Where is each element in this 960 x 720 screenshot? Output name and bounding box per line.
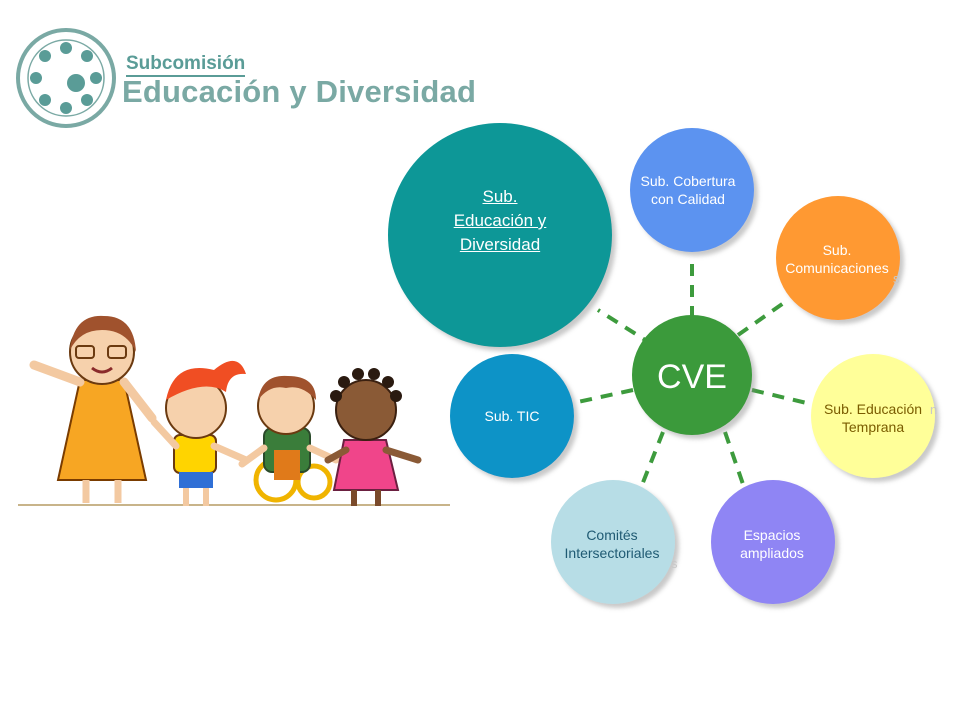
connector-espacios bbox=[723, 431, 747, 491]
logo-kicker: Subcomisión bbox=[126, 54, 246, 77]
node-comites-line: Comités bbox=[586, 527, 638, 543]
node-comunic bbox=[776, 196, 900, 320]
logo-title: Educación y Diversidad bbox=[122, 74, 477, 109]
node-comunic-label: Sub. Comunicaciones bbox=[785, 241, 889, 277]
connector-comunic bbox=[736, 298, 790, 337]
node-temprana-line: Temprana bbox=[841, 419, 905, 435]
teacher-figure bbox=[29, 315, 157, 503]
node-comites-label: Comités Intersectoriales bbox=[565, 526, 660, 562]
node-center-label: CVE bbox=[657, 358, 727, 396]
node-cobertura-line: Sub. Cobertura bbox=[640, 173, 736, 189]
node-cobertura-label: Sub. Cobertura con Calidad bbox=[641, 172, 736, 208]
node-espacios-label: Espacios ampliados bbox=[740, 526, 804, 562]
node-espacios bbox=[711, 480, 835, 604]
node-comites-line: Intersectoriales bbox=[564, 545, 660, 561]
node-comunic-line: Comunicaciones bbox=[785, 260, 889, 276]
node-edu-label[interactable]: Sub. Educación y Diversidad bbox=[454, 185, 547, 257]
girl-red-hair-figure bbox=[150, 360, 250, 506]
ghost-glyph: n bbox=[930, 402, 938, 417]
node-edu-line: Diversidad bbox=[459, 235, 541, 254]
node-temprana bbox=[811, 354, 935, 478]
node-center bbox=[632, 315, 752, 435]
node-temprana-label: Sub. Educación Temprana bbox=[824, 400, 922, 436]
node-cobertura bbox=[630, 128, 754, 252]
node-tic bbox=[450, 354, 574, 478]
node-espacios-line: Espacios bbox=[743, 527, 801, 543]
connector-comites bbox=[638, 431, 665, 491]
node-cobertura-line: con Calidad bbox=[651, 191, 725, 207]
node-edu-line: Educación y bbox=[453, 211, 547, 230]
ghost-glyph: s bbox=[671, 556, 678, 571]
node-edu bbox=[388, 123, 612, 347]
node-temprana-line: Sub. Educación bbox=[823, 401, 923, 417]
node-comunic-line: Sub. bbox=[822, 242, 852, 258]
ghost-glyph: s bbox=[893, 271, 900, 286]
node-edu-line: Sub. bbox=[482, 187, 518, 206]
logo-mark bbox=[16, 28, 116, 128]
boy-wheelchair-figure bbox=[238, 375, 340, 503]
connector-edu bbox=[596, 308, 655, 347]
node-tic-label: Sub. TIC bbox=[484, 408, 540, 424]
connector-tic bbox=[572, 388, 634, 405]
node-espacios-line: ampliados bbox=[740, 545, 804, 561]
node-comites bbox=[551, 480, 675, 604]
children-illustration bbox=[18, 315, 450, 506]
girl-braids-figure bbox=[324, 368, 422, 506]
connector-temprana bbox=[751, 388, 816, 407]
